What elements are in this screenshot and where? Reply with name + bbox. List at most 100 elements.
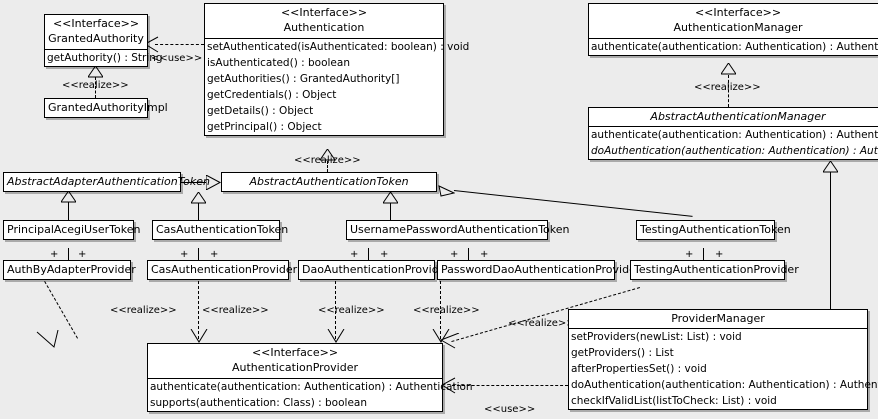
arrow-open-realize-passworddaoprovider xyxy=(432,329,450,343)
edge-assoc-upatoken-passworddaoprovider xyxy=(468,248,469,264)
class-box-granted-authority[interactable]: <<Interface>> GrantedAuthority getAuthor… xyxy=(44,14,163,67)
method-item: doAuthentication(authentication: Authent… xyxy=(571,379,878,391)
class-name-label: AuthByAdapterProvider xyxy=(7,263,136,276)
method-item: authenticate(authentication: Authenticat… xyxy=(150,381,473,393)
class-box-granted-authority-impl[interactable]: GrantedAuthorityImpl xyxy=(44,98,168,118)
triangle-generalization-abstracttoken-upa xyxy=(383,192,398,204)
class-box-cas-authentication-token[interactable]: CasAuthenticationToken xyxy=(152,220,289,240)
edge-generalization-adaptertoken xyxy=(180,182,208,183)
class-box-provider-manager[interactable]: ProviderManager setProviders(newList: Li… xyxy=(568,309,878,410)
multiplicity-marker: + xyxy=(450,249,459,260)
arrow-open-realize-authbyadapter xyxy=(36,330,62,350)
class-name-label: UsernamePasswordAuthenticationToken xyxy=(350,223,570,236)
label-realize-daoprovider: <<realize>> xyxy=(318,305,385,316)
triangle-generalization-adaptertoken xyxy=(61,191,76,203)
class-name-label: AbstractAdapterAuthenticationToken xyxy=(7,175,210,188)
method-item: getDetails() : Object xyxy=(207,105,314,117)
class-name-label: TestingAuthenticationToken xyxy=(640,223,791,236)
method-item: setProviders(newList: List) : void xyxy=(571,331,742,343)
method-item: supports(authentication: Class) : boolea… xyxy=(150,397,367,409)
class-name-label: DaoAuthenticationProvider xyxy=(302,263,450,276)
class-name-label: AbstractAuthenticationManager xyxy=(650,110,826,123)
class-box-abstract-authentication-manager[interactable]: AbstractAuthenticationManager authentica… xyxy=(588,107,878,160)
triangle-generalization-abstracttoken-cas xyxy=(191,192,206,204)
class-box-authentication-provider[interactable]: <<Interface>> AuthenticationProvider aut… xyxy=(147,343,473,412)
class-name-label: PasswordDaoAuthenticationProvider xyxy=(441,263,641,276)
label-realize-abstractmanager: <<realize>> xyxy=(694,82,761,93)
method-item: getCredentials() : Object xyxy=(207,89,337,101)
edge-generalization-providermanager xyxy=(830,172,831,309)
multiplicity-marker: + xyxy=(350,249,359,260)
method-item: checkIfValidList(listToCheck: List) : vo… xyxy=(571,395,777,407)
edge-assoc-principaltoken-authbyadapter xyxy=(68,248,69,264)
edge-assoc-castoken-casprovider xyxy=(198,248,199,264)
triangle-generalization-abstracttoken-testing xyxy=(438,182,455,197)
class-name-label: GrantedAuthority xyxy=(48,32,144,45)
method-compartment: setProviders(newList: List) : void getPr… xyxy=(569,328,878,409)
class-box-authentication-manager[interactable]: <<Interface>> AuthenticationManager auth… xyxy=(588,3,878,56)
class-header-authentication: <<Interface>> Authentication xyxy=(205,4,443,38)
class-name-label: ProviderManager xyxy=(671,312,765,325)
class-name-label: AuthenticationProvider xyxy=(231,361,359,374)
class-box-principal-acegi-user-token[interactable]: PrincipalAcegiUserToken xyxy=(3,220,141,240)
class-name-label: AuthenticationManager xyxy=(673,21,803,34)
multiplicity-marker: + xyxy=(78,249,87,260)
class-box-abstract-authentication-token[interactable]: AbstractAuthenticationToken xyxy=(221,172,437,192)
class-header-granted-authority: <<Interface>> GrantedAuthority xyxy=(45,15,147,49)
class-box-dao-authentication-provider[interactable]: DaoAuthenticationProvider xyxy=(298,260,450,280)
method-compartment: getAuthority() : String xyxy=(45,49,163,66)
method-item: getAuthority() : String xyxy=(47,52,163,64)
class-box-cas-authentication-provider[interactable]: CasAuthenticationProvider xyxy=(147,260,297,280)
method-item: getProviders() : List xyxy=(571,347,674,359)
label-realize-passworddaoprovider: <<realize>> xyxy=(413,305,480,316)
method-item: afterPropertiesSet() : void xyxy=(571,363,707,375)
class-name-label: CasAuthenticationToken xyxy=(156,223,289,236)
edge-generalization-principalacegitoken xyxy=(68,202,69,220)
stereotype-label: <<Interface>> xyxy=(694,6,782,19)
triangle-realize-grantedauthority xyxy=(88,66,103,78)
edge-generalization-castoken xyxy=(198,203,199,220)
stereotype-label: <<Interface>> xyxy=(280,6,368,19)
edge-realize-grantedauthorityimpl xyxy=(95,77,96,98)
class-box-testing-authentication-provider[interactable]: TestingAuthenticationProvider xyxy=(630,260,799,280)
class-box-username-password-authentication-token[interactable]: UsernamePasswordAuthenticationToken xyxy=(346,220,570,240)
method-item: authenticate(authentication: Authenticat… xyxy=(591,129,878,141)
multiplicity-marker: + xyxy=(210,249,219,260)
multiplicity-marker: + xyxy=(685,249,694,260)
method-item: authenticate(authentication: Authenticat… xyxy=(591,41,878,53)
multiplicity-marker: + xyxy=(180,249,189,260)
class-box-testing-authentication-token[interactable]: TestingAuthenticationToken xyxy=(636,220,791,240)
method-item: getPrincipal() : Object xyxy=(207,121,322,133)
triangle-generalization-abstracttoken-left xyxy=(206,175,221,190)
label-use-providermanager: <<use>> xyxy=(484,404,536,415)
label-realize-abstracttoken: <<realize>> xyxy=(294,155,361,166)
class-box-password-dao-authentication-provider[interactable]: PasswordDaoAuthenticationProvider xyxy=(437,260,641,280)
class-name-label: AbstractAuthenticationToken xyxy=(249,175,409,188)
label-realize-testingprovider: <<realize>> xyxy=(508,318,575,329)
class-name-label: PrincipalAcegiUserToken xyxy=(7,223,141,236)
edge-use-providermanager xyxy=(452,385,568,386)
arrow-open-realize-testingprovider xyxy=(439,333,461,351)
method-compartment: setAuthenticated(isAuthenticated: boolea… xyxy=(205,38,470,135)
multiplicity-marker: + xyxy=(50,249,59,260)
method-compartment: authenticate(authentication: Authenticat… xyxy=(148,378,473,411)
edge-assoc-upatoken-daoprovider xyxy=(368,248,369,264)
triangle-realize-authentication xyxy=(320,149,335,161)
stereotype-label: <<Interface>> xyxy=(251,346,339,359)
edge-realize-passworddaoprovider xyxy=(440,281,441,339)
label-realize-casprovider: <<realize>> xyxy=(202,305,269,316)
triangle-generalization-abstractmanager xyxy=(823,161,838,173)
method-item: setAuthenticated(isAuthenticated: boolea… xyxy=(207,41,470,53)
edge-use-authentication-grantedauthority xyxy=(155,44,204,45)
edge-realize-casprovider xyxy=(198,281,199,339)
label-use-top-left: <<use>> xyxy=(151,53,203,64)
class-box-auth-by-adapter-provider[interactable]: AuthByAdapterProvider xyxy=(3,260,136,280)
class-name-label: TestingAuthenticationProvider xyxy=(634,263,799,276)
label-realize-authbyadapter: <<realize>> xyxy=(110,305,177,316)
class-box-authentication[interactable]: <<Interface>> Authentication setAuthenti… xyxy=(204,3,470,136)
label-realize-grantedauthorityimpl: <<realize>> xyxy=(62,80,129,91)
class-box-abstract-adapter-authentication-token[interactable]: AbstractAdapterAuthenticationToken xyxy=(3,172,210,192)
edge-realize-abstractmanager xyxy=(728,75,729,107)
method-item: getAuthorities() : GrantedAuthority[] xyxy=(207,73,400,85)
